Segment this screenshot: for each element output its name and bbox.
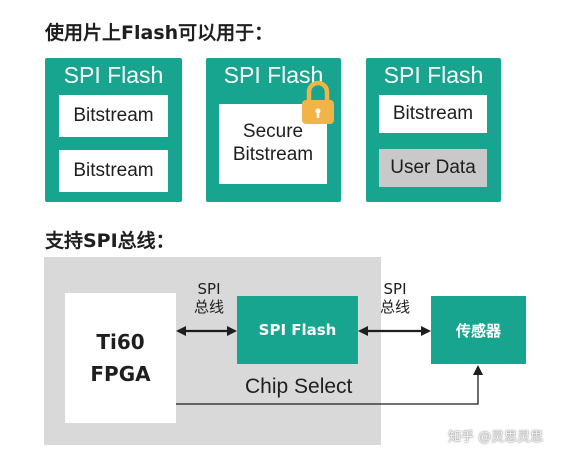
- spi-flash-card-bitstream: SPI Flash Bitstream Bitstream: [45, 58, 182, 202]
- spi-flash-card-secure: SPI Flash Secure Bitstream: [206, 58, 341, 202]
- bitstream-slot: Bitstream: [379, 95, 487, 133]
- spi-label: SPI: [197, 280, 221, 298]
- zhihu-watermark: 知乎 @灵思灵思: [448, 430, 544, 445]
- bus-label: 总线: [193, 298, 224, 316]
- bitstream-label: Bitstream: [232, 144, 314, 165]
- bus-label: 总线: [379, 298, 410, 316]
- card-title: SPI Flash: [223, 62, 324, 88]
- secure-label: Secure: [242, 121, 304, 143]
- lock-icon: [302, 80, 334, 124]
- section-heading-flash-uses: 使用片上Flash可以用于：: [45, 22, 274, 44]
- sensor-box: 传感器: [431, 296, 526, 364]
- fpga-label: FPGA: [90, 362, 151, 386]
- card-title: SPI Flash: [63, 62, 164, 88]
- section-heading-spi-bus: 支持SPI总线：: [45, 230, 175, 252]
- spi-flash-card-user-data: SPI Flash Bitstream User Data: [366, 58, 501, 202]
- bitstream-slot: Bitstream: [59, 95, 168, 137]
- spi-flash-box: SPI Flash: [237, 296, 358, 364]
- spi-bus-label-right: SPI 总线: [370, 280, 420, 316]
- chip-select-arrow: [176, 365, 483, 405]
- card-title: SPI Flash: [383, 62, 484, 88]
- fpga-model-label: Ti60: [96, 330, 145, 354]
- chip-select-label: Chip Select: [245, 375, 353, 398]
- bitstream-slot: Bitstream: [59, 150, 168, 192]
- user-data-slot: User Data: [379, 149, 487, 187]
- spi-label: SPI: [383, 280, 407, 298]
- ti60-fpga-box: Ti60 FPGA: [65, 293, 176, 423]
- spi-bus-label-left: SPI 总线: [184, 280, 234, 316]
